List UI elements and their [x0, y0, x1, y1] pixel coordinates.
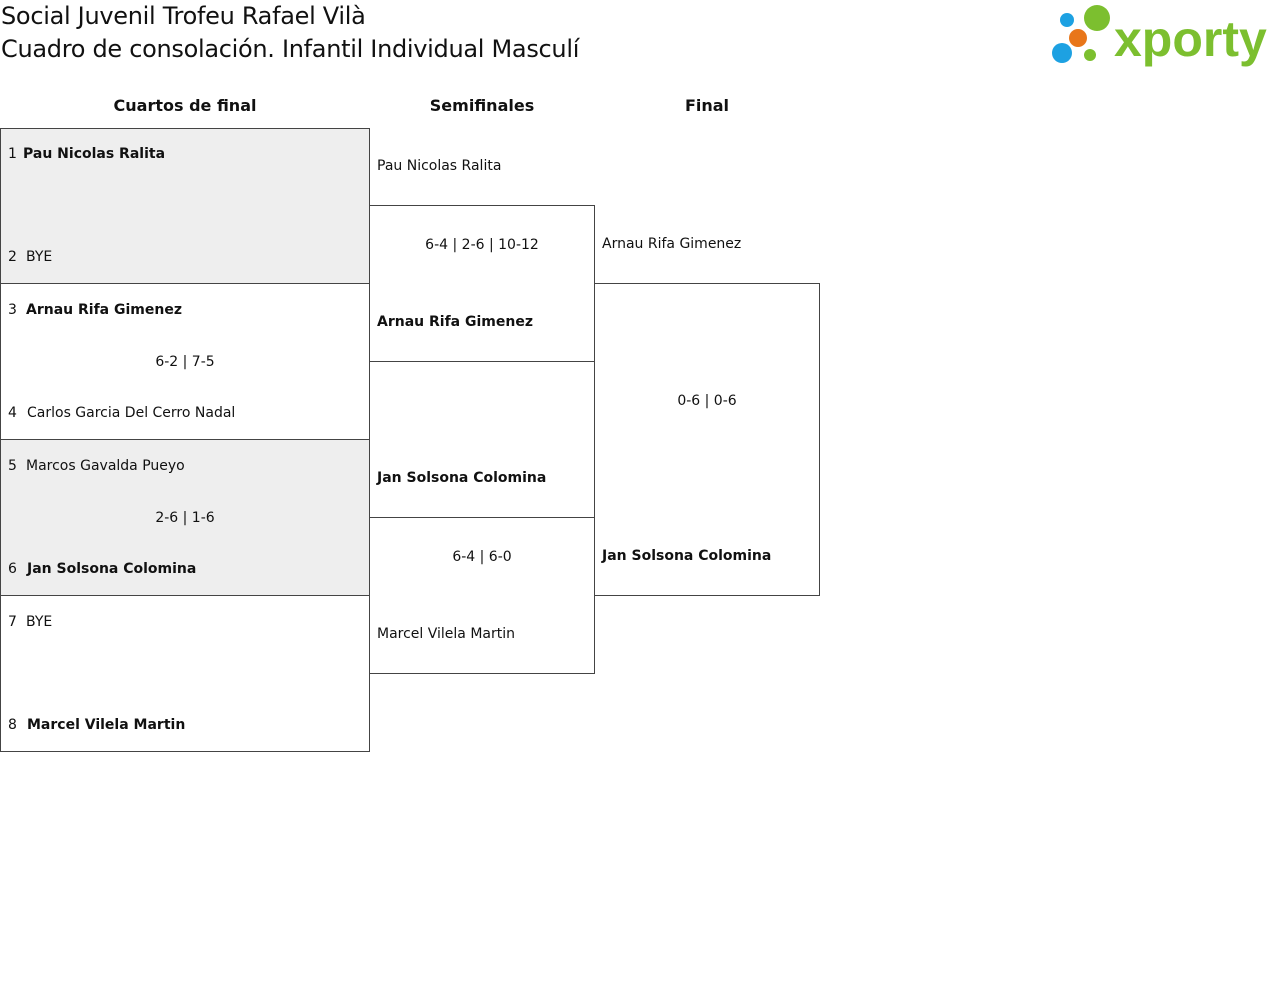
- semifinal-match-2: [369, 517, 595, 674]
- quarterfinal-entry[interactable]: 4 Carlos Garcia Del Cerro Nadal: [8, 404, 235, 422]
- player-name: Marcel Vilela Martin: [27, 717, 186, 733]
- round-header-quarterfinals: Cuartos de final: [113, 96, 257, 115]
- player-name: Carlos Garcia Del Cerro Nadal: [27, 405, 236, 421]
- seed-number: 2: [8, 249, 17, 265]
- match-score: 6-2 | 7-5: [155, 354, 215, 370]
- quarterfinal-entry[interactable]: 8 Marcel Vilela Martin: [8, 716, 185, 734]
- player-name: BYE: [26, 614, 53, 630]
- tournament-title: Social Juvenil Trofeu Rafael Vilà: [1, 2, 366, 30]
- xporty-logo-icon: xporty: [1052, 5, 1267, 67]
- xporty-logo[interactable]: xporty: [1050, 4, 1276, 68]
- seed-number: 5: [8, 458, 17, 474]
- match-score: 2-6 | 1-6: [155, 510, 215, 526]
- player-name: Marcos Gavalda Pueyo: [26, 458, 185, 474]
- player-name: Pau Nicolas Ralita: [23, 146, 166, 162]
- player-name: BYE: [26, 249, 53, 265]
- round-header-final: Final: [684, 96, 730, 115]
- semifinal-player[interactable]: Marcel Vilela Martin: [377, 626, 516, 642]
- quarterfinal-entry[interactable]: 6 Jan Solsona Colomina: [8, 560, 196, 578]
- seed-number: 7: [8, 614, 17, 630]
- quarterfinal-entry[interactable]: 1 Pau Nicolas Ralita: [8, 145, 165, 163]
- quarterfinal-entry[interactable]: 2 BYE: [8, 248, 52, 266]
- final-match: [594, 283, 820, 596]
- draw-subtitle: Cuadro de consolación. Infantil Individu…: [1, 35, 580, 63]
- semifinal-player[interactable]: Pau Nicolas Ralita: [377, 158, 502, 174]
- logo-text: xporty: [1114, 11, 1267, 67]
- seed-number: 6: [8, 561, 17, 577]
- seed-number: 4: [8, 405, 17, 421]
- quarterfinal-entry[interactable]: 3 Arnau Rifa Gimenez: [8, 301, 182, 319]
- player-name: Jan Solsona Colomina: [27, 561, 197, 577]
- semifinal-player[interactable]: Jan Solsona Colomina: [377, 470, 547, 486]
- quarterfinal-entry[interactable]: 7 BYE: [8, 613, 52, 631]
- final-player[interactable]: Arnau Rifa Gimenez: [602, 236, 742, 252]
- player-name: Arnau Rifa Gimenez: [26, 302, 182, 318]
- quarterfinal-match-1: [0, 128, 370, 284]
- seed-number: 1: [8, 146, 17, 162]
- semifinal-match-1: [369, 205, 595, 362]
- seed-number: 3: [8, 302, 17, 318]
- match-score: 6-4 | 2-6 | 10-12: [425, 237, 539, 253]
- semifinal-player[interactable]: Arnau Rifa Gimenez: [377, 314, 533, 330]
- quarterfinal-match-3: [0, 439, 370, 596]
- match-score: 0-6 | 0-6: [677, 393, 737, 409]
- final-player[interactable]: Jan Solsona Colomina: [602, 548, 772, 564]
- quarterfinal-entry[interactable]: 5 Marcos Gavalda Pueyo: [8, 457, 185, 475]
- match-score: 6-4 | 6-0: [452, 549, 512, 565]
- seed-number: 8: [8, 717, 17, 733]
- round-header-semifinals: Semifinales: [429, 96, 535, 115]
